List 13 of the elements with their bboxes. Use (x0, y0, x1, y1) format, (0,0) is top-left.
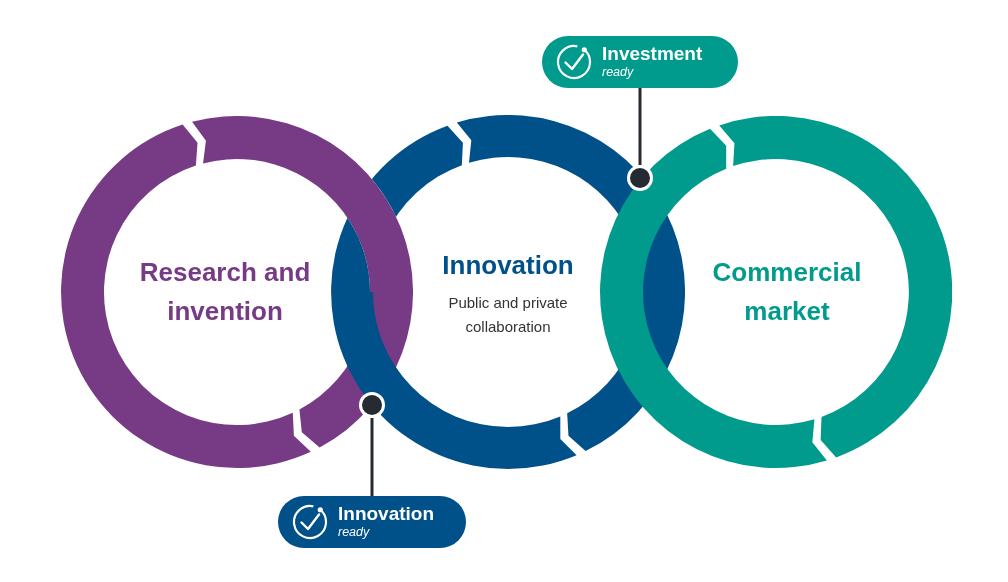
callout-pill (278, 496, 466, 548)
ring-title: Innovation (442, 249, 574, 283)
ring-title: Research and invention (138, 256, 312, 328)
ring (600, 116, 952, 468)
callout-subtitle: ready (602, 64, 634, 80)
leader-line (638, 88, 642, 165)
callout-title: Innovation (338, 504, 435, 525)
leader-line (370, 418, 374, 496)
ring-subtitle: Public and private collaboration (447, 293, 569, 337)
ring-title: Commercial market (711, 256, 863, 328)
callout-pill (542, 36, 738, 88)
callout-subtitle: ready (338, 524, 370, 540)
callout-title: Investment (602, 44, 703, 65)
